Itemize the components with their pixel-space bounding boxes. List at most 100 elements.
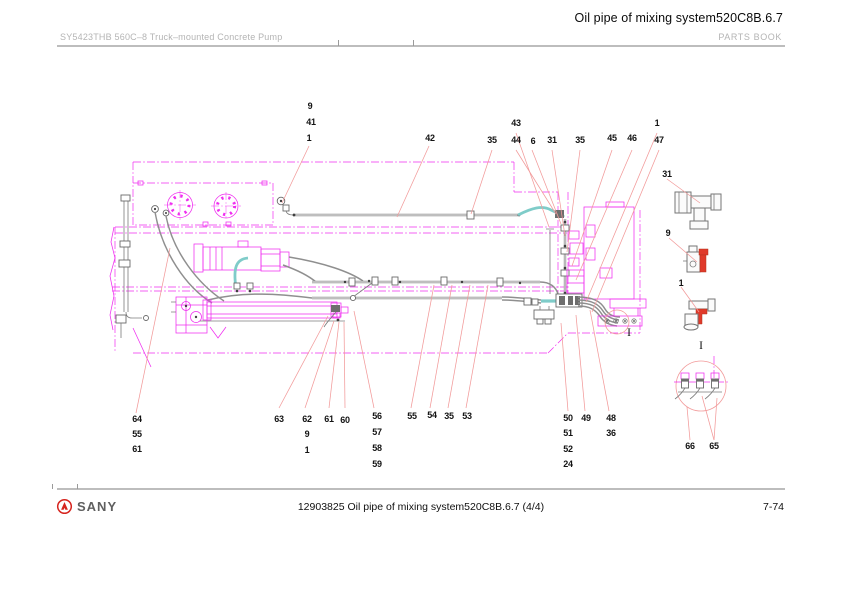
oil-pipe-42 [276,196,521,220]
header-rule-tick [338,40,339,46]
leader-line [701,395,715,441]
vertical-pipe-cluster [517,206,585,296]
leader-line [410,284,435,409]
leader-line [686,406,691,441]
leader-line [531,149,562,225]
detail-circle-I [674,356,728,412]
leader-line [575,314,586,412]
leader-line [353,310,375,409]
outrigger [115,194,170,338]
page-title: Oil pipe of mixing system520C8B.6.7 [574,11,783,25]
leader-line [666,178,701,204]
footer-rule-tick [52,484,53,489]
leader-line [304,320,335,409]
manifold-and-bundle [523,293,621,327]
part-callout-49: 49 [581,413,591,423]
header-rule [57,45,785,47]
part-callout-1: 1 [678,278,684,288]
detail-circle-small [604,309,630,335]
chassis-outline [109,161,641,368]
part-callout-43: 43 [511,118,521,128]
pump-assembly [193,240,364,293]
brand-logo-block: SANY [56,498,117,515]
detail-view-marker: I [699,340,703,352]
leader-line [575,149,633,281]
leader-line [328,321,340,409]
part-callout-55: 55 [407,411,417,421]
part-callout-36: 36 [606,428,616,438]
figure-caption: 12903825 Oil pipe of mixing system520C8B… [297,501,545,513]
part-callout-9: 9 [307,101,313,111]
part-detail-31 [674,191,722,230]
teal-hose-pump [233,256,249,289]
part-callout-44: 44 [511,135,521,145]
part-callout-46: 46 [627,133,637,143]
footer-rule-tick [77,484,78,489]
teal-hose-top [517,206,565,219]
leader-line [713,397,718,441]
part-callout-50: 50 [563,413,573,423]
part-callout-64: 64 [132,414,142,424]
leader-line [560,322,569,412]
footer-rule [57,488,785,490]
mixer-flange [597,298,647,335]
part-detail-1 [683,298,716,331]
hydraulic-cylinder [200,299,345,322]
part-callout-65: 65 [709,441,719,451]
leader-line [281,145,310,204]
leader-line [429,284,453,409]
part-callout-31: 31 [547,135,557,145]
part-callout-1: 1 [306,133,312,143]
part-callout-60: 60 [340,415,350,425]
part-callout-45: 45 [607,133,617,143]
detail-view-marker: I [627,327,631,339]
part-callout-31: 31 [662,169,672,179]
leader-line [343,321,346,409]
part-callout-24: 24 [563,459,573,469]
part-callout-35: 35 [487,135,497,145]
sany-logo-icon [56,498,73,515]
part-callout-61: 61 [132,444,142,454]
part-callout-35: 35 [575,135,585,145]
part-callout-66: 66 [685,441,695,451]
part-callout-54: 54 [427,410,437,420]
part-callout-58: 58 [372,443,382,453]
leader-line [470,149,493,215]
part-callout-47: 47 [654,135,664,145]
part-callout-62: 62 [302,414,312,424]
leader-line [447,284,471,409]
part-callout-6: 6 [530,136,536,146]
hopper-outline [583,201,635,300]
flange-circles [164,190,241,220]
page-number: 7-74 [762,501,784,513]
part-callout-35: 35 [444,411,454,421]
part-callout-59: 59 [372,459,382,469]
leader-line [278,315,329,409]
part-callout-42: 42 [425,133,435,143]
leader-line [591,149,660,313]
part-callout-48: 48 [606,413,616,423]
part-callout-1: 1 [304,445,310,455]
part-callout-63: 63 [274,414,284,424]
leader-line [396,145,430,218]
leader-line [668,237,698,263]
part-callout-53: 53 [462,411,472,421]
leader-line [589,309,610,412]
header-rule-tick [413,40,414,46]
part-callout-9: 9 [304,429,310,439]
leader-line [551,149,566,237]
part-callout-9: 9 [665,228,671,238]
mid-oil-pipes [312,276,559,328]
valve-block [171,296,227,339]
leader-line [585,132,658,303]
model-name: SY5423THB 560C–8 Truck–mounted Concrete … [60,32,283,42]
brand-name: SANY [77,499,118,514]
part-callout-56: 56 [372,411,382,421]
part-callout-41: 41 [306,117,316,127]
part-callout-61: 61 [324,414,334,424]
part-callout-52: 52 [563,444,573,454]
part-callout-51: 51 [563,428,573,438]
leader-line [680,286,700,313]
leader-line [571,149,613,267]
